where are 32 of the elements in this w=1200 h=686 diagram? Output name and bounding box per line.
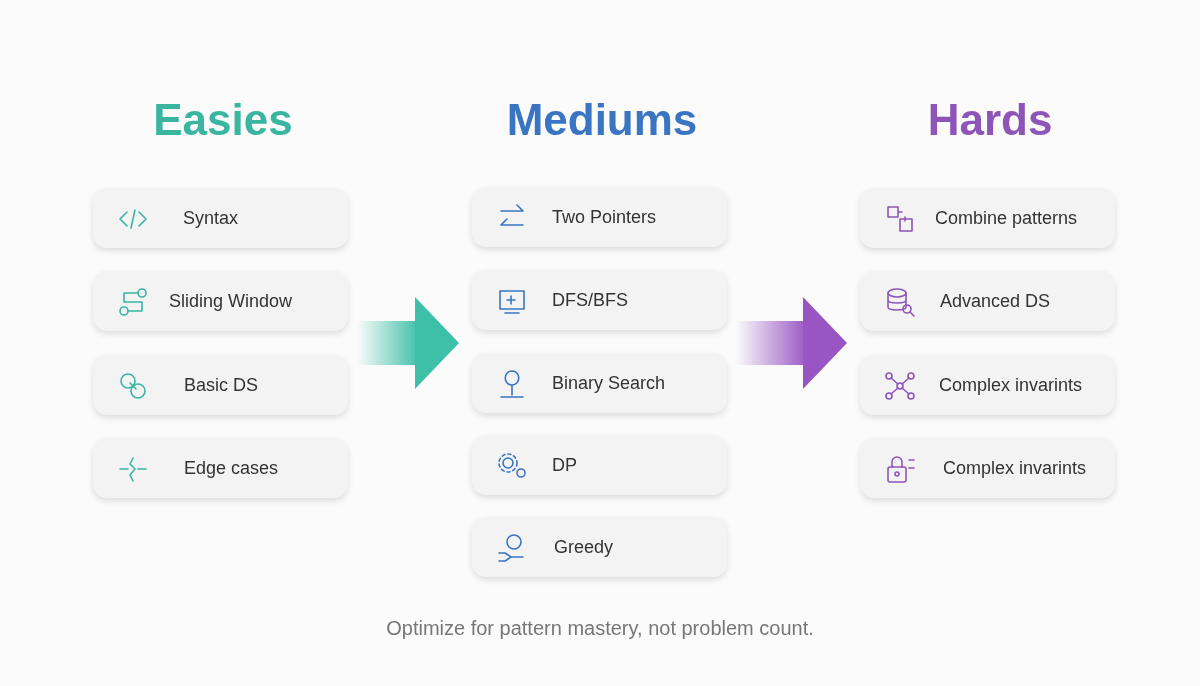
card-label: Combine patterns bbox=[935, 207, 1078, 229]
topic-card bbox=[93, 271, 348, 331]
column-heading: Mediums bbox=[505, 95, 699, 145]
card-label: DP bbox=[552, 454, 577, 476]
topic-card bbox=[860, 355, 1115, 415]
topic-card bbox=[93, 438, 348, 498]
card-label: Greedy bbox=[554, 536, 614, 558]
topic-card bbox=[860, 271, 1115, 331]
topic-card bbox=[472, 187, 727, 247]
topic-card bbox=[472, 270, 727, 330]
card-label: DFS/BFS bbox=[552, 289, 628, 311]
arrow bbox=[357, 297, 459, 389]
card-label: Two Pointers bbox=[552, 206, 657, 228]
column-heading: Hards bbox=[926, 95, 1054, 145]
topic-card bbox=[860, 188, 1115, 248]
arrow bbox=[736, 297, 847, 389]
topic-card bbox=[93, 188, 348, 248]
card-label: Complex invarints bbox=[943, 457, 1087, 479]
card-label: Binary Search bbox=[552, 372, 666, 394]
card-label: Edge cases bbox=[184, 457, 279, 479]
topic-card bbox=[472, 435, 727, 495]
card-label: Sliding Window bbox=[169, 290, 293, 312]
topic-card bbox=[472, 517, 727, 577]
caption: Optimize for pattern mastery, not problem count. bbox=[385, 617, 815, 640]
card-label: Syntax bbox=[183, 207, 239, 229]
topic-card bbox=[860, 438, 1115, 498]
card-label: Basic DS bbox=[184, 374, 259, 396]
card-label: Complex invarints bbox=[939, 374, 1083, 396]
topic-card bbox=[472, 353, 727, 413]
column-heading: Easies bbox=[152, 95, 294, 145]
topic-card bbox=[93, 355, 348, 415]
card-label: Advanced DS bbox=[940, 290, 1051, 312]
